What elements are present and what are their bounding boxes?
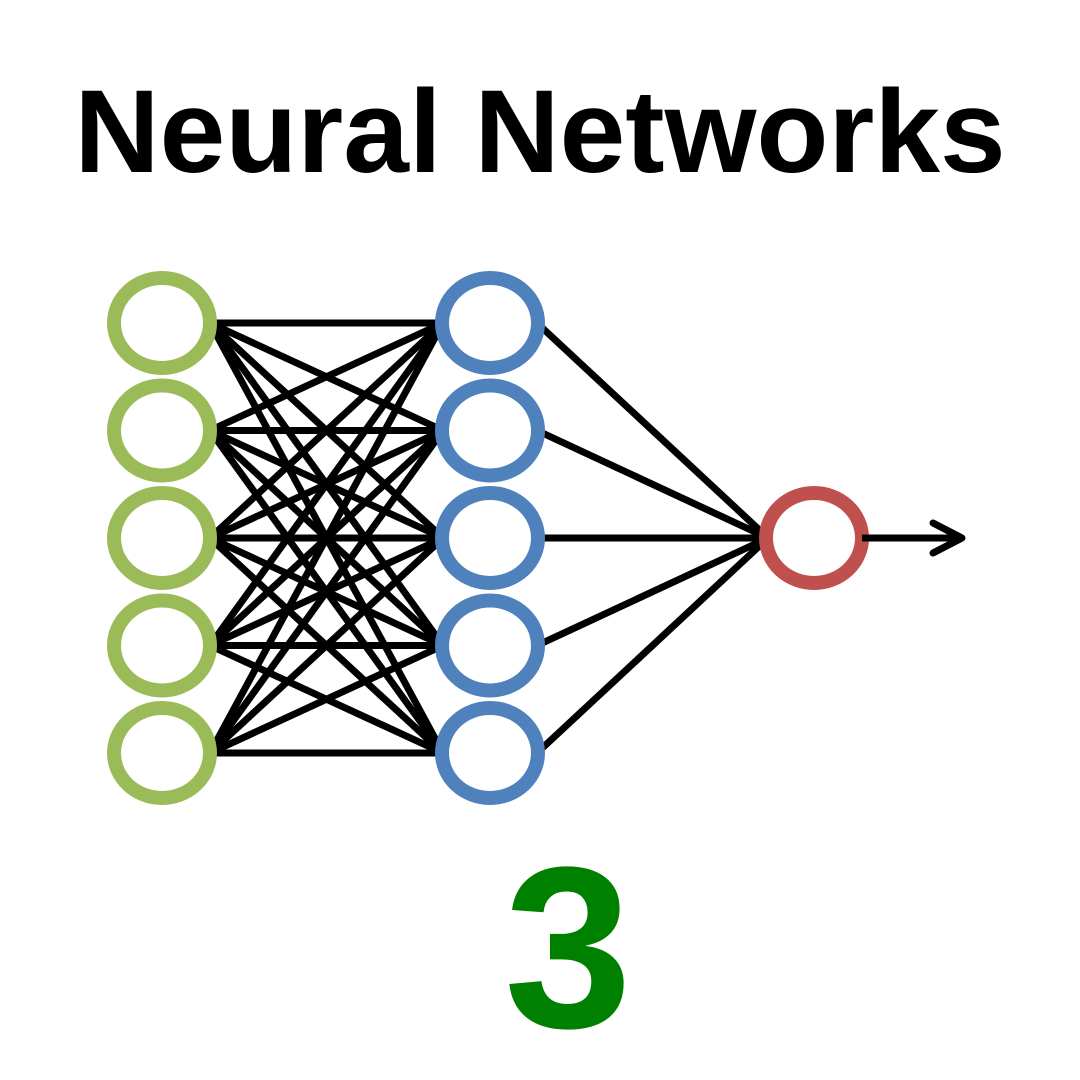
edge-input-4-hidden-1 bbox=[207, 320, 446, 648]
output-arrow-head bbox=[929, 519, 966, 557]
hidden-node-3 bbox=[435, 486, 545, 590]
hidden-node-5 bbox=[435, 701, 545, 805]
network-nodes bbox=[107, 271, 869, 805]
edge-input-5-hidden-3 bbox=[207, 535, 446, 756]
edge-input-5-hidden-1 bbox=[206, 321, 447, 755]
edge-input-5-hidden-2 bbox=[207, 428, 446, 756]
input-node-1 bbox=[107, 271, 217, 375]
page-title: Neural Networks bbox=[74, 66, 1006, 198]
input-node-5 bbox=[107, 701, 217, 805]
hidden-node-4 bbox=[435, 593, 545, 698]
input-node-4 bbox=[107, 593, 217, 698]
input-node-3 bbox=[107, 486, 217, 590]
edge-hidden-5-output bbox=[534, 535, 771, 756]
edge-hidden-1-output bbox=[534, 320, 771, 541]
edge-hidden-4-output bbox=[535, 534, 770, 649]
edge-input-2-hidden-1 bbox=[208, 319, 445, 434]
connection-edges bbox=[206, 319, 771, 757]
number-label: 3 bbox=[504, 819, 632, 1076]
output-node bbox=[759, 486, 869, 590]
hidden-node-2 bbox=[435, 378, 545, 483]
hidden-node-1 bbox=[435, 271, 545, 375]
edge-input-5-hidden-4 bbox=[208, 642, 445, 757]
output-arrow bbox=[862, 519, 966, 557]
input-node-2 bbox=[107, 378, 217, 483]
edge-hidden-2-output bbox=[535, 427, 770, 542]
edge-input-3-hidden-1 bbox=[207, 320, 446, 541]
